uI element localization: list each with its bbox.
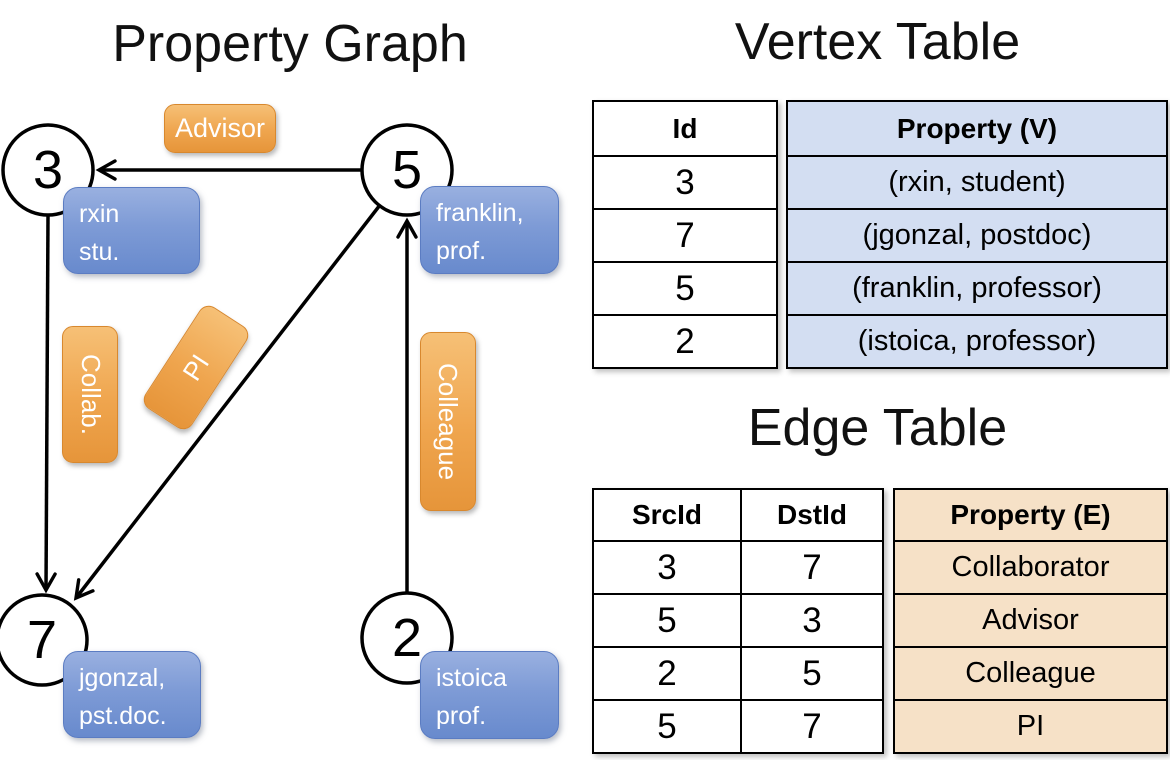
edge-label-colleague-text: Colleague bbox=[433, 362, 464, 481]
vertex-table-id-column: Id 3 7 5 2 bbox=[592, 100, 778, 369]
node-property-2-line1: istoica bbox=[436, 664, 507, 692]
node-property-2: istoica prof. bbox=[420, 651, 559, 739]
edge-property-cell: Collaborator bbox=[895, 540, 1166, 593]
edge-label-collab: Collab. bbox=[62, 326, 118, 463]
edge-dstid-cell: 3 bbox=[742, 593, 882, 646]
property-graph-title: Property Graph bbox=[112, 15, 468, 73]
edge-property-cell: Colleague bbox=[895, 646, 1166, 699]
node-property-7-line2: pst.doc. bbox=[79, 701, 167, 730]
node-property-5-line2: prof. bbox=[436, 236, 487, 265]
edge-property-header: Property (E) bbox=[895, 490, 1166, 540]
vertex-id-header: Id bbox=[672, 112, 698, 144]
edge-srcid-cell: 3 bbox=[594, 540, 740, 593]
vertex-property-cell: (franklin, professor) bbox=[788, 261, 1166, 314]
vertex-table-property-column: Property (V) (rxin, student) (jgonzal, p… bbox=[786, 100, 1168, 369]
edge-collaborator-3-7 bbox=[35, 215, 57, 594]
vertex-table-title: Vertex Table bbox=[734, 13, 1021, 71]
node-property-3: rxin stu. bbox=[63, 187, 200, 274]
vertex-property-cell: (istoica, professor) bbox=[788, 314, 1166, 367]
node-label-3: 3 bbox=[32, 140, 64, 200]
edge-srcid-cell: 2 bbox=[594, 646, 740, 699]
edge-table-dstid-column: DstId 7 3 5 7 bbox=[740, 490, 882, 752]
vertex-id-cell: 2 bbox=[594, 314, 776, 367]
edge-label-colleague: Colleague bbox=[420, 332, 476, 511]
node-property-3-line1: rxin bbox=[79, 200, 120, 228]
node-property-5-line1: franklin, bbox=[436, 199, 524, 227]
edge-srcid-cell: 5 bbox=[594, 699, 740, 752]
edge-table-property-column: Property (E) Collaborator Advisor Collea… bbox=[893, 488, 1168, 754]
node-property-2-line2: prof. bbox=[436, 701, 487, 730]
edge-table-id-columns: SrcId 3 5 2 5 DstId 7 3 5 7 bbox=[592, 488, 884, 754]
edge-dstid-cell: 7 bbox=[742, 540, 882, 593]
node-property-3-line2: stu. bbox=[79, 237, 120, 266]
edge-label-collab-text: Collab. bbox=[75, 354, 106, 435]
node-label-5: 5 bbox=[391, 140, 423, 200]
vertex-id-cell: 3 bbox=[594, 155, 776, 208]
edge-srcid-header: SrcId bbox=[631, 499, 703, 530]
node-property-5: franklin, prof. bbox=[420, 186, 559, 274]
edge-srcid-cell: 5 bbox=[594, 593, 740, 646]
vertex-property-cell: (jgonzal, postdoc) bbox=[788, 208, 1166, 261]
vertex-property-header: Property (V) bbox=[788, 102, 1166, 155]
node-property-7: jgonzal, pst.doc. bbox=[63, 651, 201, 738]
vertex-id-cell: 7 bbox=[594, 208, 776, 261]
edge-property-cell: PI bbox=[895, 699, 1166, 752]
node-label-7: 7 bbox=[26, 610, 58, 670]
vertex-property-cell: (rxin, student) bbox=[788, 155, 1166, 208]
edge-pi-5-7 bbox=[73, 203, 382, 601]
edge-dstid-cell: 7 bbox=[742, 699, 882, 752]
edge-label-advisor-text: Advisor bbox=[174, 113, 266, 143]
vertex-id-cell: 5 bbox=[594, 261, 776, 314]
edge-property-cell: Advisor bbox=[895, 593, 1166, 646]
edge-dstid-cell: 5 bbox=[742, 646, 882, 699]
edge-dstid-header: DstId bbox=[777, 499, 847, 530]
edge-label-pi-text: PI bbox=[176, 348, 215, 386]
node-label-2: 2 bbox=[391, 608, 423, 668]
edge-label-advisor: Advisor bbox=[164, 104, 276, 153]
edge-table-srcid-column: SrcId 3 5 2 5 bbox=[594, 490, 740, 752]
edge-table-title: Edge Table bbox=[747, 399, 1008, 457]
node-property-7-line1: jgonzal, bbox=[79, 664, 166, 692]
